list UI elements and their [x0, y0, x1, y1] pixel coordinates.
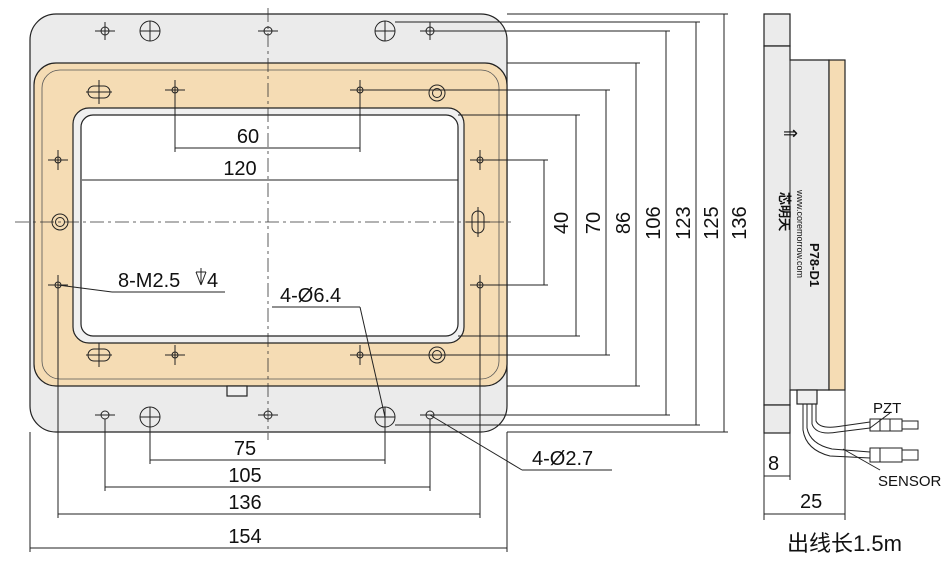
dim-60: 60 — [237, 126, 259, 148]
connector — [226, 385, 248, 397]
website-label: www.coremorrow.com — [795, 189, 805, 278]
mount-hole-small-top-center — [258, 26, 278, 36]
dim-125: 125 — [701, 206, 723, 239]
motion-arrow-icon: ⇒ — [783, 123, 798, 143]
brand-label: 芯明天 — [777, 192, 792, 232]
side-base-plate — [763, 13, 791, 47]
thread-callout: 8-M2.5 — [118, 270, 180, 292]
cable-length-note: 出线长1.5m — [787, 531, 902, 556]
dim-136: 136 — [228, 492, 261, 514]
round-boss — [428, 84, 446, 102]
threaded-hole — [165, 345, 185, 365]
sensor-connector — [869, 447, 919, 463]
slot-boss — [86, 343, 112, 367]
dim-8: 8 — [768, 453, 779, 475]
side-stage — [828, 59, 846, 391]
pzt-label: PZT — [873, 400, 901, 417]
mount-hole-large-bottom-left — [139, 406, 161, 428]
mount-hole-small-top-left — [95, 22, 115, 40]
mount-hole-large-top-left — [139, 20, 161, 42]
dim-123: 123 — [673, 206, 695, 239]
sensor-label: SENSOR — [878, 473, 942, 490]
round-boss — [51, 213, 69, 231]
dim-86: 86 — [613, 212, 635, 234]
dim-154: 154 — [228, 526, 261, 548]
front-view: 60 120 75 105 136 154 40 70 86 106 123 1… — [15, 8, 751, 552]
dim-120: 120 — [223, 158, 256, 180]
dim-75: 75 — [234, 438, 256, 460]
cable-gland — [796, 389, 818, 405]
dim-70: 70 — [583, 212, 605, 234]
dim-105: 105 — [228, 465, 261, 487]
mount-hole-large-top-right — [374, 20, 396, 42]
dim-136-vertical: 136 — [729, 206, 751, 239]
model-label: P78-D1 — [807, 243, 822, 287]
dim-25: 25 — [800, 491, 822, 513]
small-hole-callout: 4-Ø2.7 — [532, 448, 593, 470]
dim-40: 40 — [551, 212, 573, 234]
thread-depth: 4 — [207, 270, 218, 292]
slot-boss — [86, 80, 112, 104]
pzt-connector — [869, 418, 919, 432]
depth-symbol-icon — [195, 268, 207, 286]
slot-boss — [466, 207, 490, 237]
threaded-hole — [48, 150, 68, 170]
dim-106: 106 — [643, 206, 665, 239]
mount-hole-small-bottom-center — [258, 410, 278, 420]
aperture-inner — [80, 114, 459, 337]
side-view: ⇒ 芯明天 P78-D1 www.coremorrow.com PZT SENS… — [763, 13, 942, 556]
large-hole-callout: 4-Ø6.4 — [280, 285, 341, 307]
